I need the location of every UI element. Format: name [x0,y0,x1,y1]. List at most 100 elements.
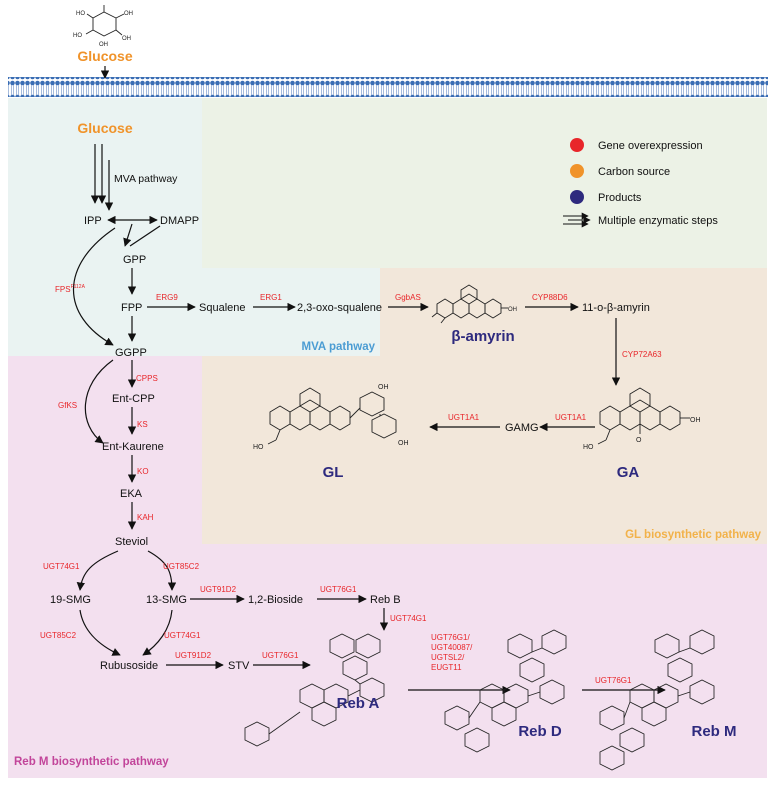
reba-structure-icon [244,633,385,747]
stv-label: STV [228,660,250,672]
steviol-19smg-arrow [76,550,119,591]
ugt1a1-label-2: UGT1A1 [448,413,480,422]
legend-products-dot [570,190,584,204]
ugt76g1-label-2: UGT76G1 [262,651,299,660]
glucose-outside-label: Glucose [77,48,132,64]
rebm-region-bg [8,356,202,778]
legend-products-label: Products [598,192,642,204]
bamyrin-product: β-amyrin [451,328,514,345]
legend-multistep-label: Multiple enzymatic steps [598,215,718,227]
legend-carbon-label: Carbon source [598,166,670,178]
gl-product: GL [323,464,344,481]
ugt74g1-label-2: UGT74G1 [164,631,201,640]
gl-structure-icon [267,387,397,445]
erg1-label: ERG1 [260,293,282,302]
glucose-ho-label: HO [76,11,85,17]
fpp-label: FPP [121,302,142,314]
cpps-label: CPPS [136,374,158,383]
13smg-rubusoside-arrow [142,609,173,656]
ipp-gpp-arrow [123,223,133,247]
rebm-region-bg-2 [202,544,767,778]
steviol-label: Steviol [115,536,148,548]
ko-label: KO [137,467,149,476]
gpp-label: GPP [123,254,146,266]
multi-enzyme-label-4: EUGT11 [431,663,462,672]
glucose-inside-label: Glucose [77,120,132,136]
13smg-label: 13-SMG [146,594,187,606]
gfks-label: GfKS [58,401,77,410]
rebm-region-label: Reb M biosynthetic pathway [14,756,169,768]
entkaurene-label: Ent-Kaurene [102,441,164,453]
19smg-rubusoside-arrow [79,609,121,656]
rebm-product: Reb M [692,723,737,740]
eka-label: EKA [120,488,143,500]
rubusoside-label: Rubusoside [100,660,158,672]
fps-label: FPSF112A [55,284,86,294]
ga-structure-icon [597,387,690,445]
ga-oh-label: OH [690,417,701,424]
ipp-ggpp-arrow [72,227,116,346]
mva-region-bg [8,98,202,356]
ggbas-label: GgbAS [395,293,421,302]
legend-multistep-arrows-icon [563,212,591,228]
bioside-label: 1,2-Bioside [248,594,303,606]
gl-region-bg-2 [202,356,380,544]
rebd-structure-icon [444,629,567,753]
glucose-ho-label-2: HO [73,33,82,39]
kah-label: KAH [137,513,154,522]
gl-region-bg [380,268,767,544]
erg9-label: ERG9 [156,293,178,302]
ugt74g1-label-3: UGT74G1 [390,614,427,623]
ugt85c2-label-2: UGT85C2 [40,631,77,640]
ga-o-label: O [636,437,642,444]
multi-enzyme-label-3: UGTSL2/ [431,653,465,662]
squalene-label: Squalene [199,302,246,314]
19smg-label: 19-SMG [50,594,91,606]
rebd-product: Reb D [518,723,562,740]
ggpp-label: GGPP [115,347,147,359]
gl-oh-label-2: OH [398,440,409,447]
oxosqualene-label: 2,3-oxo-squalene [297,302,382,314]
dmapp-gpp-arrow [129,225,161,247]
ga-product: GA [617,464,640,481]
gl-ho-label: HO [253,444,264,451]
11o-bamyrin-label: 11-o-β-amyrin [582,302,650,314]
rebb-label: Reb B [370,594,401,606]
mva-region-label: MVA pathway [302,341,376,353]
ggpp-entkaurene-arrow [84,359,114,444]
legend-gene-label: Gene overexpression [598,140,703,152]
ipp-label: IPP [84,215,102,227]
mva-pathway-text: MVA pathway [114,173,178,185]
glucose-oh-label-3: OH [99,42,108,48]
ugt1a1-label-1: UGT1A1 [555,413,587,422]
ugt91d2-label-2: UGT91D2 [175,651,212,660]
bamyrin-oh-label: OH [508,307,517,313]
gamg-label: GAMG [505,422,539,434]
legend-carbon-dot [570,164,584,178]
entcpp-label: Ent-CPP [112,393,155,405]
dmapp-label: DMAPP [160,215,199,227]
ugt76g1-label-3: UGT76G1 [595,676,632,685]
ugt91d2-label-1: UGT91D2 [200,585,237,594]
steviol-13smg-arrow [147,550,177,591]
gl-region-label: GL biosynthetic pathway [625,529,761,541]
multi-enzyme-label-1: UGT76G1/ [431,633,470,642]
glucose-oh-label: OH [124,11,133,17]
glucose-structure-icon [85,5,125,37]
ugt85c2-label-1: UGT85C2 [163,562,200,571]
cyp72a63-label: CYP72A63 [622,350,662,359]
ugt74g1-label-1: UGT74G1 [43,562,80,571]
cyp88d6-label: CYP88D6 [532,293,568,302]
ugt76g1-label-1: UGT76G1 [320,585,357,594]
gl-oh-label: OH [378,384,389,391]
cell-membrane [8,77,768,97]
ga-ho-label: HO [583,444,594,451]
rebm-structure-icon [599,629,715,771]
legend-region-bg [202,98,767,268]
multi-enzyme-label-2: UGT40087/ [431,643,473,652]
ks-label: KS [137,420,148,429]
reba-product: Reb A [337,695,380,712]
legend-gene-dot [570,138,584,152]
